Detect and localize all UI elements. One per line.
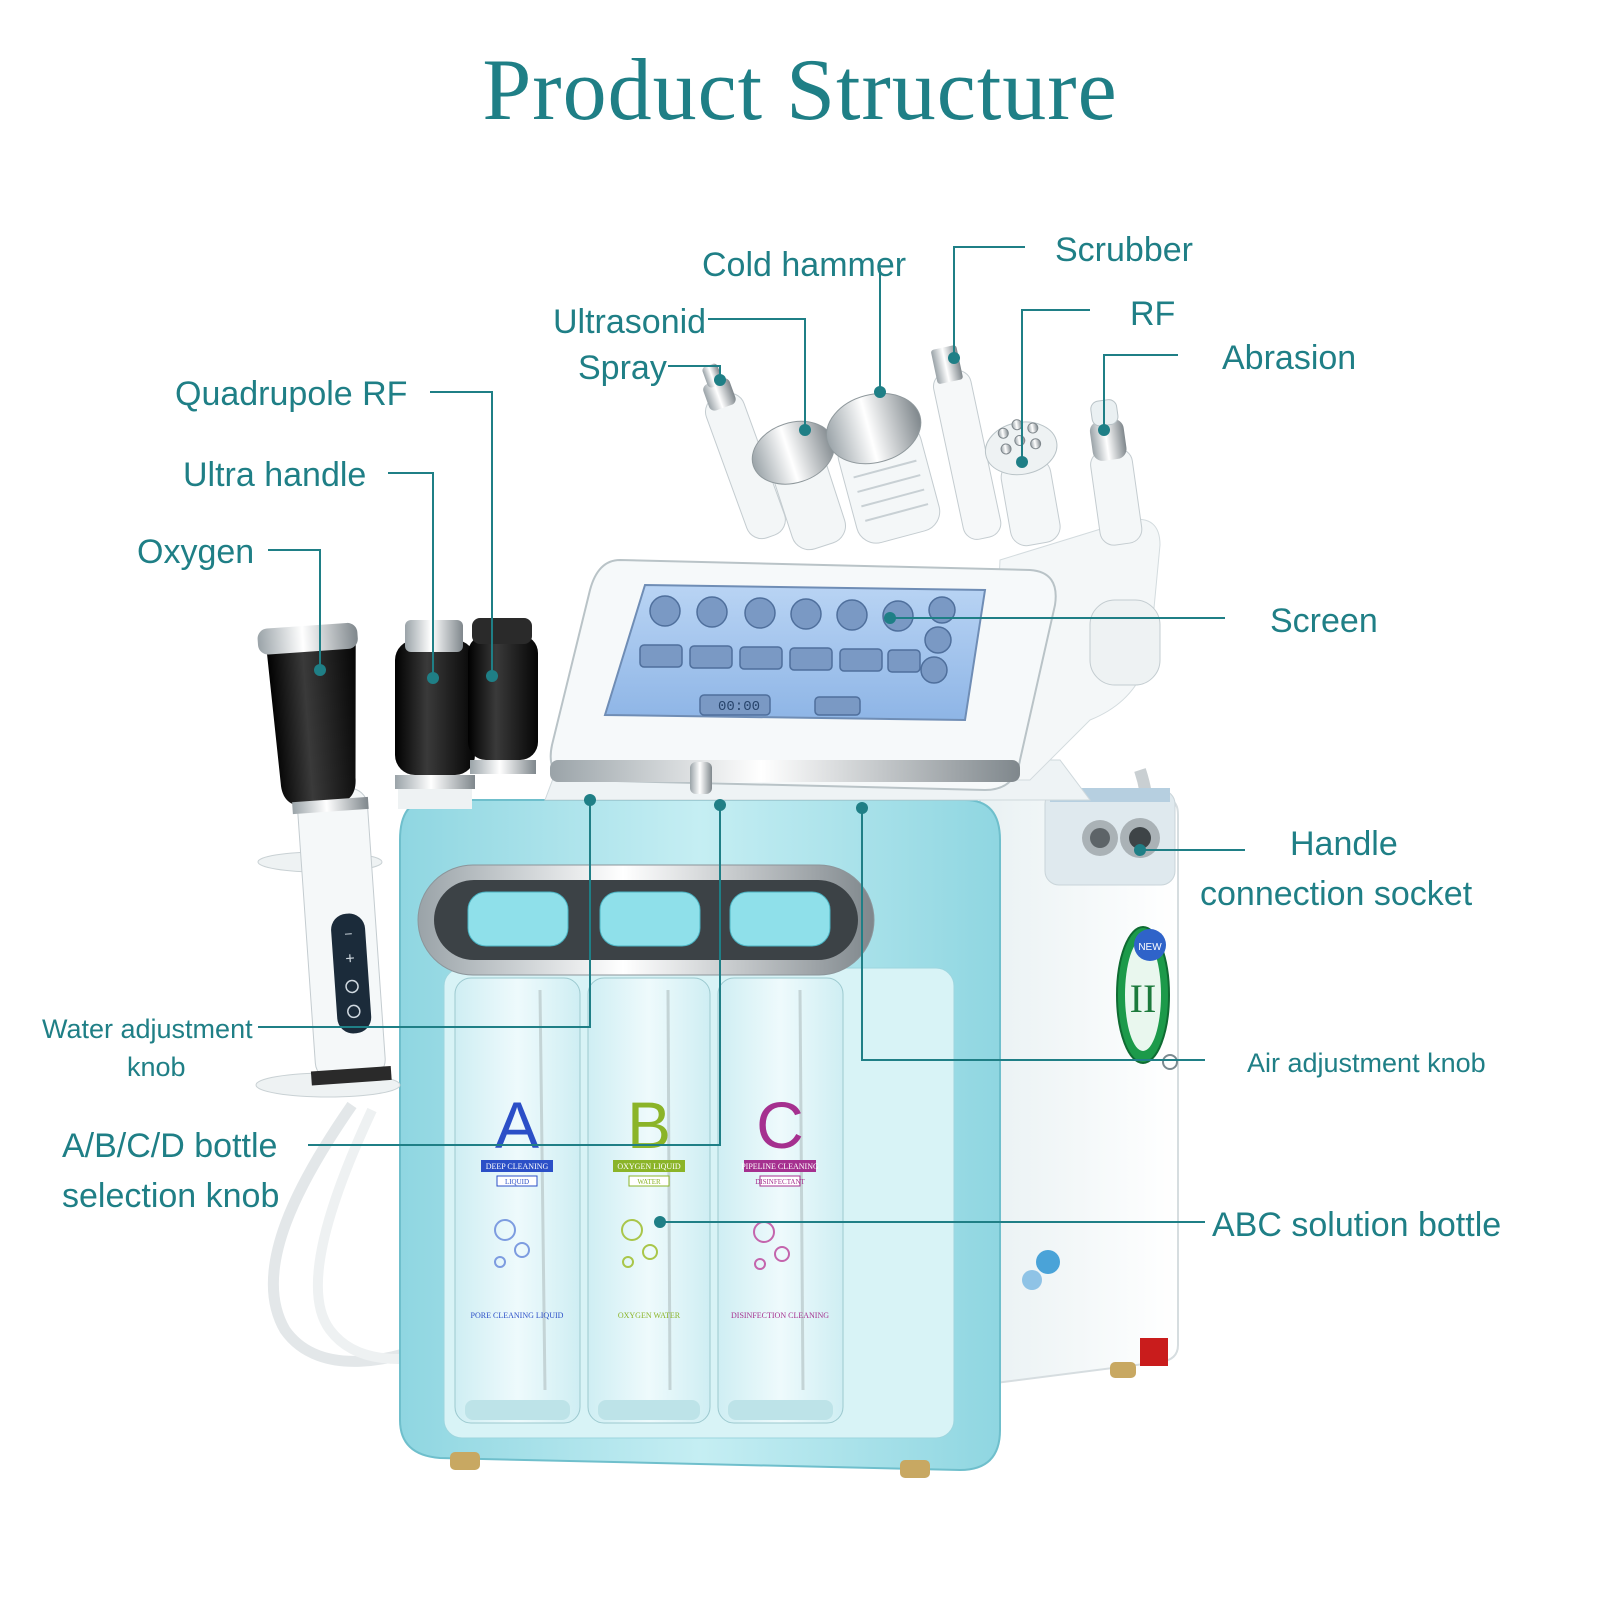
label-screen: Screen xyxy=(1270,602,1378,640)
label-handle-socket-1: Handle xyxy=(1290,825,1398,863)
leader-ultrasonid xyxy=(708,318,806,430)
bottle-bottom-label: DISINFECTION CLEANING xyxy=(731,1311,829,1320)
leader-rf xyxy=(1021,309,1090,462)
solution-bottles xyxy=(454,977,844,1424)
leader-bottle-knob xyxy=(308,805,721,1146)
bottle-tag: OXYGEN LIQUID xyxy=(617,1162,681,1171)
bottle-tag: PIPELINE CLEANING xyxy=(741,1162,819,1171)
bottle-tag2: LIQUID xyxy=(505,1178,529,1186)
svg-text:−: − xyxy=(344,925,353,942)
ultrasonid-handpiece xyxy=(751,420,846,551)
screen-timer: 00:00 xyxy=(718,699,760,715)
bottle-tag2-box xyxy=(628,1175,670,1187)
label-ultra-handle: Ultra handle xyxy=(183,456,367,494)
leader-air-knob xyxy=(861,808,1205,1061)
label-air-knob: Air adjustment knob xyxy=(1247,1048,1486,1078)
badge-new: NEW xyxy=(1138,942,1162,953)
leader-water-knob xyxy=(258,800,591,1028)
bottle-letter-a: A xyxy=(495,1088,539,1162)
leader-ultra-handle xyxy=(388,472,434,678)
label-water-knob-2: knob xyxy=(127,1052,186,1082)
screen-unit: 00:00 xyxy=(549,558,1057,794)
bottle-letter-c: C xyxy=(756,1088,804,1162)
cold-hammer-handpiece xyxy=(825,392,941,544)
bottle-b xyxy=(587,977,711,1424)
bottle-tag-bar xyxy=(744,1160,816,1172)
leader-scrubber xyxy=(953,246,1025,358)
bottle-tag: DEEP CLEANING xyxy=(486,1162,549,1171)
label-quadrupole-rf: Quadrupole RF xyxy=(175,375,408,413)
bottle-tag2-box xyxy=(496,1175,538,1187)
ultra-handle xyxy=(395,620,475,809)
leader-lines xyxy=(258,246,1245,1228)
label-rf: RF xyxy=(1130,295,1176,333)
leader-quadrupole-rf xyxy=(430,391,493,676)
bottle-tag2: WATER xyxy=(637,1178,661,1186)
left-handpieces: − + xyxy=(255,618,538,1098)
label-spray: Spray xyxy=(578,349,667,387)
bottle-bottom-label: PORE CLEANING LIQUID xyxy=(471,1311,564,1320)
bottle-tag-bar xyxy=(613,1160,685,1172)
abrasion-handpiece xyxy=(1089,399,1143,546)
label-ultrasonid: Ultrasonid xyxy=(553,303,707,341)
label-handle-socket-2: connection socket xyxy=(1200,875,1473,913)
bottle-letter-b: B xyxy=(627,1088,671,1162)
leader-oxygen xyxy=(268,549,321,670)
machine-side-panel xyxy=(979,778,1179,1387)
bottle-tag-bar xyxy=(481,1160,553,1172)
bottle-bottom-label: OXYGEN WATER xyxy=(618,1311,681,1320)
screen-icons xyxy=(639,595,956,716)
label-bottle-knob-2: selection knob xyxy=(62,1177,280,1215)
bottle-tag2-box xyxy=(759,1175,801,1187)
label-cold-hammer: Cold hammer xyxy=(702,246,907,284)
leader-abrasion xyxy=(1103,354,1178,430)
badge-new-ii xyxy=(1116,926,1170,1064)
label-water-knob-1: Water adjustment xyxy=(42,1014,253,1044)
top-handpieces xyxy=(702,345,1143,551)
svg-text:+: + xyxy=(345,950,356,968)
label-abc-bottle: ABC solution bottle xyxy=(1212,1206,1502,1244)
label-abrasion: Abrasion xyxy=(1222,339,1357,377)
oxygen-handle: − + xyxy=(257,622,392,1086)
badge-ii: II xyxy=(1130,976,1157,1021)
label-scrubber: Scrubber xyxy=(1055,231,1193,269)
bottle-a xyxy=(454,977,581,1424)
label-bottle-knob-1: A/B/C/D bottle xyxy=(62,1127,278,1165)
diagram-title: Product Structure xyxy=(482,42,1118,139)
h2-o2-logo xyxy=(1022,1250,1060,1290)
bottle-tag2: DISINFECTANT xyxy=(755,1178,805,1186)
bottle-c xyxy=(717,977,844,1424)
label-oxygen: Oxygen xyxy=(137,533,255,571)
quadrupole-rf-handle xyxy=(468,618,538,774)
